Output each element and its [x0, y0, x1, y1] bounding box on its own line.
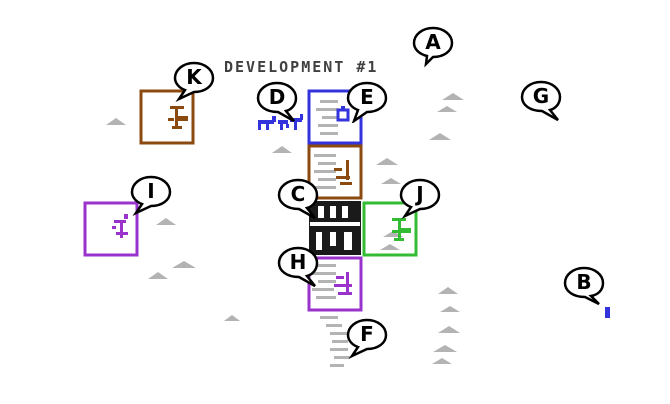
callout-letter: B: [576, 270, 592, 294]
mountain-icon: [437, 106, 457, 112]
mountain-icon: [381, 178, 401, 184]
callout-a: A: [412, 26, 454, 68]
mountain-icon: [433, 345, 457, 352]
callout-h: H: [277, 246, 319, 288]
speech-bubble-icon: [520, 80, 562, 122]
building-tile-icon: [392, 218, 411, 241]
callout-j: J: [399, 178, 441, 220]
speech-bubble-icon: [256, 81, 298, 123]
callout-letter: F: [360, 322, 374, 346]
speech-bubble-icon: [130, 175, 172, 217]
callout-b: B: [563, 266, 605, 306]
mountain-icon: [438, 326, 460, 333]
callout-d: D: [256, 81, 298, 123]
mountain-icon: [172, 261, 196, 268]
speech-bubble-icon: [563, 266, 605, 306]
speech-bubble-icon: [412, 26, 454, 68]
callout-letter: G: [532, 84, 550, 108]
callout-k: K: [173, 61, 215, 103]
ridge-layer: [312, 100, 350, 367]
callout-letter: J: [416, 182, 424, 206]
mountain-icon: [438, 287, 458, 294]
mountain-icon: [224, 315, 240, 321]
callout-e: E: [346, 81, 388, 123]
mountain-icon: [380, 244, 400, 250]
building-tile-icon: [336, 106, 350, 122]
mountain-icon: [432, 358, 452, 364]
mountain-icon: [442, 93, 464, 100]
building-tile-icon: [168, 106, 188, 129]
mountain-icon: [148, 272, 168, 279]
mountain-icon: [106, 118, 126, 125]
player-cursor-icon[interactable]: [605, 307, 610, 318]
screen-title: DEVELOPMENT #1: [224, 58, 379, 76]
mountain-icon: [376, 158, 398, 165]
callout-c: C: [277, 178, 319, 220]
callout-letter: I: [147, 179, 155, 203]
tile-k-brown[interactable]: [139, 89, 195, 145]
speech-bubble-icon: [173, 61, 215, 103]
mountain-icon: [440, 306, 460, 312]
speech-bubble-icon: [346, 81, 388, 123]
building-tile-icon: [310, 206, 360, 250]
building-tile-icon: [334, 160, 352, 185]
mountain-icon: [429, 133, 451, 140]
building-tile-icon: [112, 214, 128, 238]
callout-letter: D: [268, 85, 286, 109]
tile-brown-middle[interactable]: [307, 144, 363, 200]
speech-bubble-icon: [277, 178, 319, 220]
callout-letter: E: [360, 85, 374, 109]
speech-bubble-icon: [399, 178, 441, 220]
mountain-icon: [156, 218, 176, 225]
terrain-layer: [106, 93, 464, 364]
speech-bubble-icon: [346, 318, 388, 360]
building-tile-icon: [334, 272, 352, 295]
callout-letter: H: [289, 250, 307, 274]
callout-g: G: [520, 80, 562, 122]
tile-i-purple[interactable]: [83, 201, 139, 257]
tile-c-dark[interactable]: [309, 201, 361, 255]
callout-i: I: [130, 175, 172, 217]
creature-icon[interactable]: [258, 114, 303, 130]
mountain-icon: [272, 146, 292, 153]
callout-letter: K: [186, 65, 202, 89]
callout-letter: A: [425, 30, 441, 54]
callout-f: F: [346, 318, 388, 360]
tile-j-green[interactable]: [362, 201, 418, 257]
speech-bubble-icon: [277, 246, 319, 288]
callout-letter: C: [290, 182, 306, 206]
